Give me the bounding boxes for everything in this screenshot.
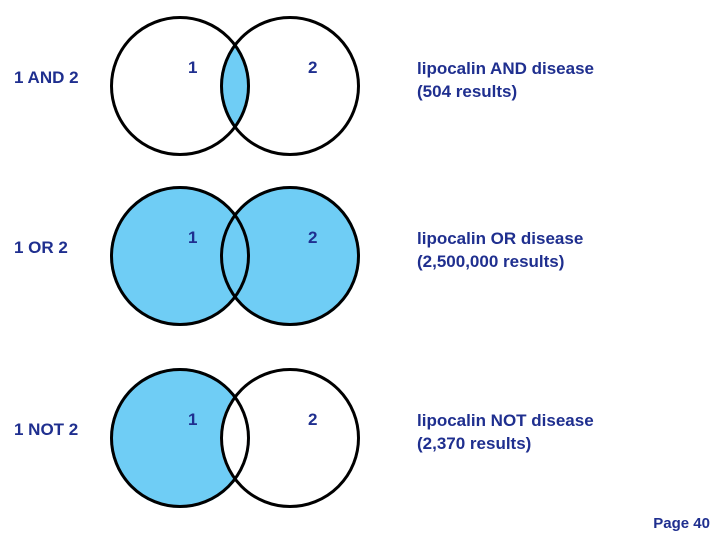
page-number: Page 40	[653, 515, 710, 532]
circle-left-number: 1	[188, 228, 198, 247]
description-not-line1: lipocalin NOT disease	[417, 411, 594, 430]
circle-left-number: 1	[188, 410, 198, 429]
venn-diagram-not: 1 2	[110, 358, 390, 518]
circle-right-number: 2	[308, 58, 318, 77]
description-not: lipocalin NOT disease (2,370 results)	[417, 410, 717, 456]
description-or-line1: lipocalin OR disease	[417, 229, 584, 248]
description-and-line2: (504 results)	[417, 81, 518, 101]
row-label-and: 1 AND 2	[14, 68, 79, 87]
row-label-or: 1 OR 2	[14, 238, 68, 257]
circle-right-number: 2	[308, 228, 318, 247]
description-not-line2: (2,370 results)	[417, 433, 532, 453]
description-or: lipocalin OR disease (2,500,000 results)	[417, 228, 717, 274]
venn-diagram-and: 1 2	[110, 6, 390, 166]
description-and: lipocalin AND disease (504 results)	[417, 58, 717, 104]
circle-right-outline	[220, 186, 360, 326]
venn-row-and: 1 AND 2 1 2 lipocalin AND disease (504 r…	[0, 6, 720, 166]
circle-left-number: 1	[188, 58, 198, 77]
row-label-not: 1 NOT 2	[14, 420, 79, 439]
description-or-line2: (2,500,000 results)	[417, 251, 565, 271]
venn-diagram-or: 1 2	[110, 176, 390, 336]
venn-row-not: 1 NOT 2 1 2 lipocalin NOT disease (2,370…	[0, 358, 720, 518]
description-and-line1: lipocalin AND disease	[417, 59, 594, 78]
circle-right-number: 2	[308, 410, 318, 429]
circle-right-outline	[220, 16, 360, 156]
circle-right-outline	[220, 368, 360, 508]
venn-row-or: 1 OR 2 1 2 lipocalin OR disease (2,500,0…	[0, 176, 720, 336]
